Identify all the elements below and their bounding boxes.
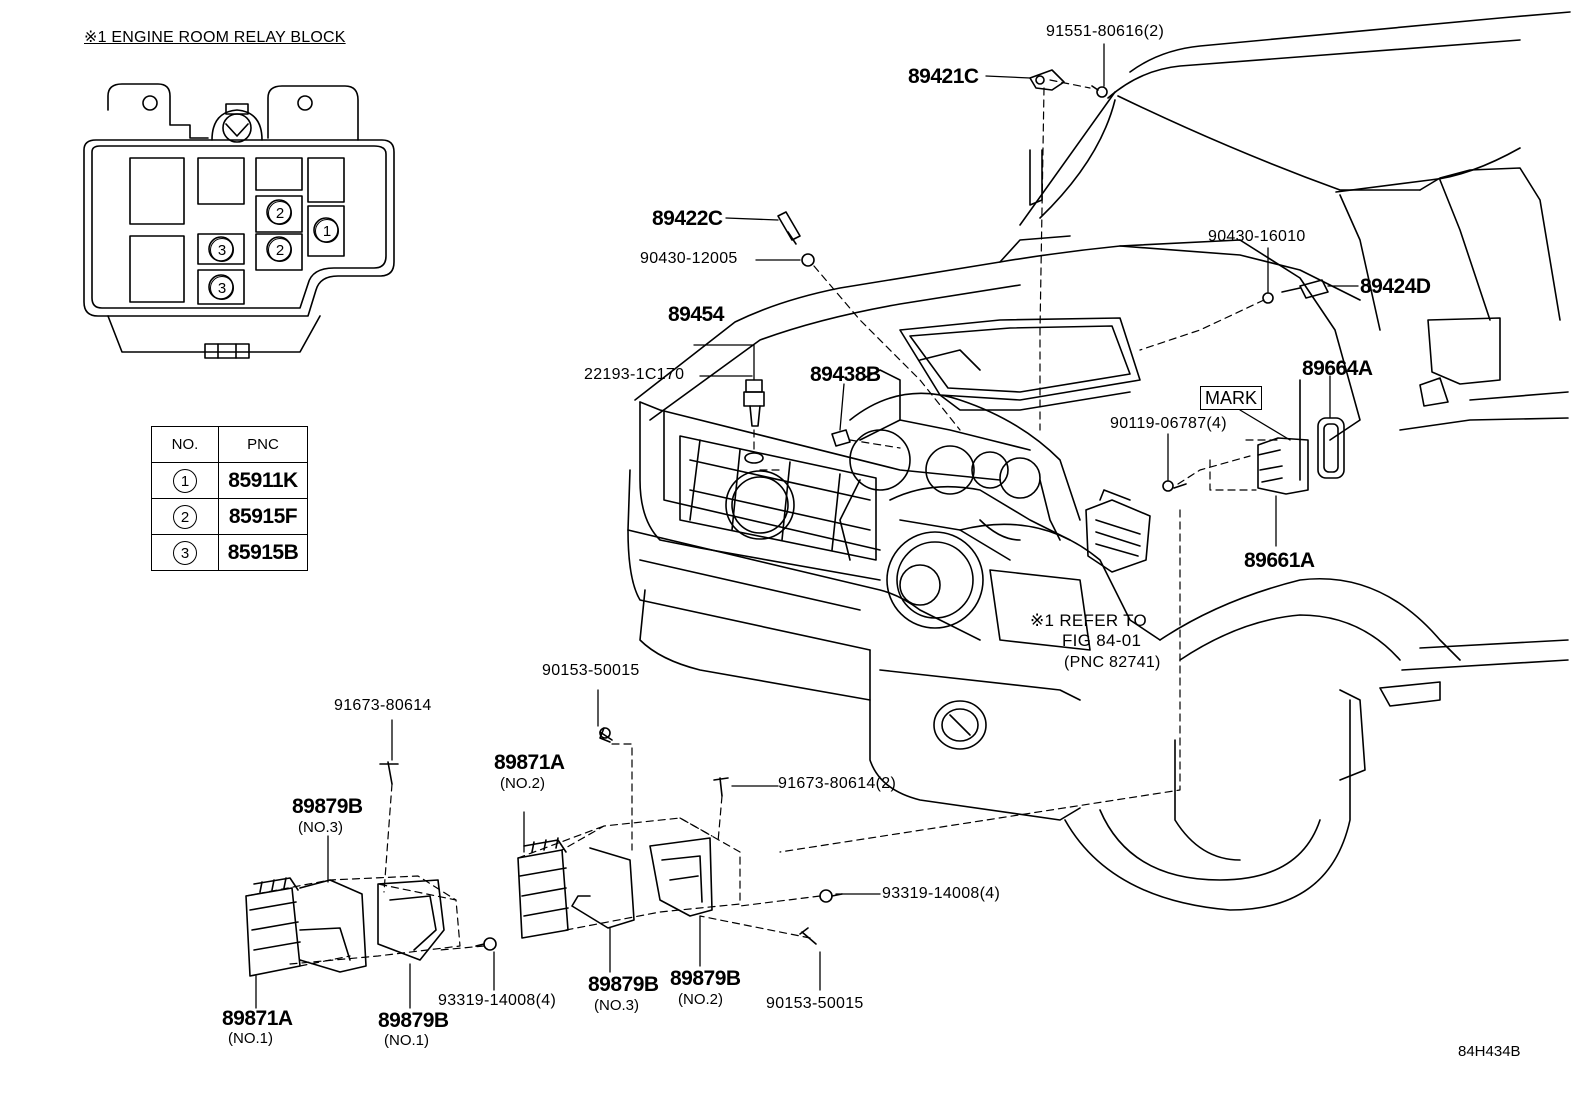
callout-91551-80616: 91551-80616(2) — [1046, 23, 1165, 40]
relay-slot-number: 3 — [210, 276, 234, 300]
figure-code: 84H434B — [1458, 1043, 1521, 1060]
row-number-circle: 1 — [173, 468, 197, 493]
slot-circle-number: 1 — [315, 219, 339, 243]
callout-89422c: 89422C — [652, 207, 723, 230]
callout-89879b-no1: 89879B — [378, 1009, 449, 1032]
callout-90153-50015-top: 90153-50015 — [542, 662, 640, 679]
table-row: 1 85911K — [151, 462, 308, 499]
dashed-install-lines — [245, 79, 1281, 967]
refer-note-line2: FIG 84-01 — [1062, 631, 1142, 650]
table-row: 3 85915B — [151, 534, 308, 571]
leader-lines — [255, 43, 1359, 1009]
row-no: 3 — [151, 534, 219, 571]
callout-89879b-no3-bottom: 89879B — [588, 973, 659, 996]
callout-89421c: 89421C — [908, 65, 979, 88]
callout-89879b-no3-top: 89879B — [292, 795, 363, 818]
callout-91673-80614-left: 91673-80614 — [334, 697, 432, 714]
row-no: 2 — [151, 498, 219, 535]
callout-93319-14008-left: 93319-14008(4) — [438, 992, 557, 1009]
callout-no3-top: (NO.3) — [298, 819, 343, 836]
relay-block-drawing — [83, 83, 395, 359]
callout-no2-b: (NO.2) — [678, 991, 723, 1008]
slot-circle-number: 3 — [210, 238, 234, 262]
callout-90153-50015-bottom: 90153-50015 — [766, 995, 864, 1012]
callout-89438b: 89438B — [810, 363, 881, 386]
row-number-circle: 3 — [173, 540, 197, 565]
callout-90430-16010: 90430-16010 — [1208, 228, 1306, 245]
row-pnc: 85911K — [218, 462, 308, 499]
callout-no3-bottom: (NO.3) — [594, 997, 639, 1014]
callout-90430-12005: 90430-12005 — [640, 250, 738, 267]
relay-block-title: ※1 ENGINE ROOM RELAY BLOCK — [84, 29, 346, 46]
callout-90119-06787: 90119-06787(4) — [1110, 415, 1227, 432]
callout-89664a: 89664A — [1302, 357, 1373, 380]
callout-22193-1c170: 22193-1C170 — [584, 366, 685, 383]
refer-note-line3: (PNC 82741) — [1064, 654, 1161, 671]
refer-note-line1: ※1 REFER TO — [1030, 611, 1148, 630]
slot-circle-number: 2 — [268, 238, 292, 262]
vehicle-body-drawing — [627, 11, 1571, 911]
sensor-parts-drawing — [743, 69, 1345, 573]
slot-circle-number: 2 — [268, 201, 292, 225]
pnc-table: NO. PNC 1 85911K 2 85915F 3 85915B — [151, 426, 308, 571]
header-no: NO. — [151, 426, 219, 463]
row-pnc: 85915F — [218, 498, 308, 535]
callout-89661a: 89661A — [1244, 549, 1315, 572]
slot-circle-number: 3 — [210, 276, 234, 300]
relay-slot-number: 2 — [268, 238, 292, 262]
relay-slot-number: 1 — [315, 219, 339, 243]
callout-93319-14008-right: 93319-14008(4) — [882, 885, 1001, 902]
mark-label: MARK — [1200, 386, 1263, 410]
callout-91673-80614-right: 91673-80614(2) — [778, 775, 897, 792]
callout-89454: 89454 — [668, 303, 724, 326]
callout-no1-b: (NO.1) — [384, 1032, 429, 1049]
relay-slot-number: 3 — [210, 238, 234, 262]
table-row: 2 85915F — [151, 498, 308, 535]
row-number-circle: 2 — [173, 504, 197, 529]
callout-no1-a: (NO.1) — [228, 1030, 273, 1047]
callout-89424d: 89424D — [1360, 275, 1431, 298]
callout-89871a-no2: 89871A — [494, 751, 565, 774]
header-pnc: PNC — [218, 426, 308, 463]
row-pnc: 85915B — [218, 534, 308, 571]
callout-89879b-no2: 89879B — [670, 967, 741, 990]
pnc-table-header: NO. PNC — [151, 426, 308, 463]
relay-slot-number: 2 — [268, 201, 292, 225]
callout-no2-a: (NO.2) — [500, 775, 545, 792]
row-no: 1 — [151, 462, 219, 499]
callout-89871a-no1: 89871A — [222, 1007, 293, 1030]
